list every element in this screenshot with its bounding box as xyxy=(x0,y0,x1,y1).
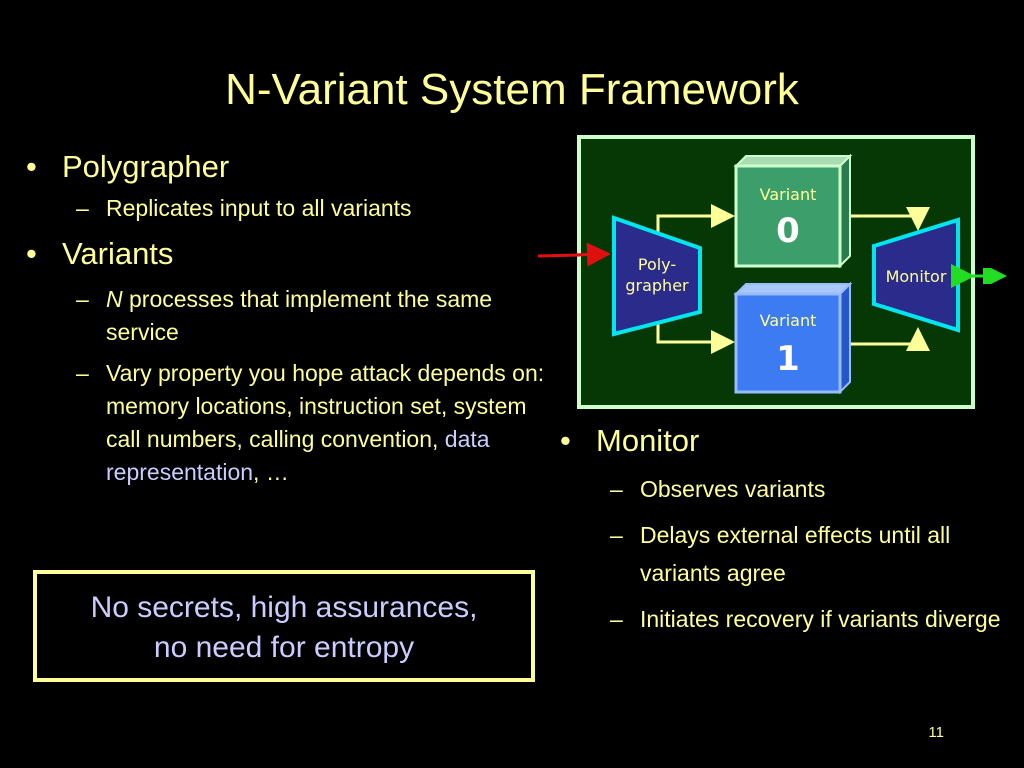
sub-bullet-text: Initiates recovery if variants diverge xyxy=(640,606,1001,632)
slide-title: N-Variant System Framework xyxy=(225,65,799,114)
dash-marker: – xyxy=(610,476,623,502)
output-arrow-tail xyxy=(972,268,1007,284)
sub-bullet-tail: , … xyxy=(253,459,289,485)
input-arrow-tail xyxy=(538,253,580,258)
callout-line-1: No secrets, high assurances, xyxy=(90,591,478,624)
bullet-label: Variants xyxy=(62,236,174,271)
bullet-variants: • Variants xyxy=(26,235,546,273)
sub-bullet-text: processes that implement the same servic… xyxy=(106,286,493,345)
page-number: 11 xyxy=(928,724,944,741)
bullet-marker: • xyxy=(560,423,571,458)
bullet-label: Polygrapher xyxy=(62,149,230,184)
sub-bullet-n-processes: – N processes that implement the same se… xyxy=(26,283,546,349)
callout-box: No secrets, high assurances, no need for… xyxy=(33,570,535,682)
variant1-block xyxy=(734,292,842,394)
dash-marker: – xyxy=(610,522,623,548)
polygrapher-label-2: grapher xyxy=(625,276,689,295)
sub-bullet-text: Delays external effects until all varian… xyxy=(640,522,951,586)
sub-bullet-text: Vary property you hope attack depends on… xyxy=(106,360,545,452)
sub-bullet-replicates: – Replicates input to all variants xyxy=(26,192,546,225)
sub-bullet-vary-property: – Vary property you hope attack depends … xyxy=(26,357,546,489)
bullet-marker: • xyxy=(26,149,37,184)
n-variant-diagram: Poly- grapher Variant 0 Variant 1 Monito… xyxy=(576,135,975,409)
left-bullet-list: • Polygrapher – Replicates input to all … xyxy=(26,148,546,489)
input-arrow-line xyxy=(538,253,580,258)
sub-bullet-text: Observes variants xyxy=(640,476,826,502)
variant1-number: 1 xyxy=(776,339,800,379)
variant0-label: Variant xyxy=(760,185,817,204)
variant0-number: 0 xyxy=(776,211,800,251)
dash-marker: – xyxy=(76,195,89,221)
monitor-block xyxy=(872,217,960,333)
sub-bullet-initiates: – Initiates recovery if variants diverge xyxy=(560,600,1010,638)
bullet-polygrapher: • Polygrapher xyxy=(26,148,546,186)
bullet-marker: • xyxy=(26,236,37,271)
italic-n: N xyxy=(106,286,123,312)
monitor-bullet-list: • Monitor – Observes variants – Delays e… xyxy=(560,422,1010,638)
variant0-block xyxy=(734,164,842,268)
bullet-monitor: • Monitor xyxy=(560,422,1010,460)
connector-variant0-to-monitor xyxy=(838,207,930,231)
connector-variant1-to-monitor xyxy=(838,327,930,351)
polygrapher-block xyxy=(612,215,702,337)
polygrapher-label-1: Poly- xyxy=(638,255,676,274)
sub-bullet-observes: – Observes variants xyxy=(560,470,1010,508)
input-arrow xyxy=(576,242,611,267)
dash-marker: – xyxy=(76,286,89,312)
dash-marker: – xyxy=(76,360,89,386)
variant1-label: Variant xyxy=(760,311,817,330)
bullet-label: Monitor xyxy=(596,423,700,458)
monitor-label: Monitor xyxy=(886,267,947,286)
callout-line-2: no need for entropy xyxy=(153,631,415,664)
sub-bullet-text: Replicates input to all variants xyxy=(106,195,412,221)
highlight-text: data representation xyxy=(106,426,490,485)
sub-bullet-delays: – Delays external effects until all vari… xyxy=(560,516,1010,592)
dash-marker: – xyxy=(610,606,623,632)
